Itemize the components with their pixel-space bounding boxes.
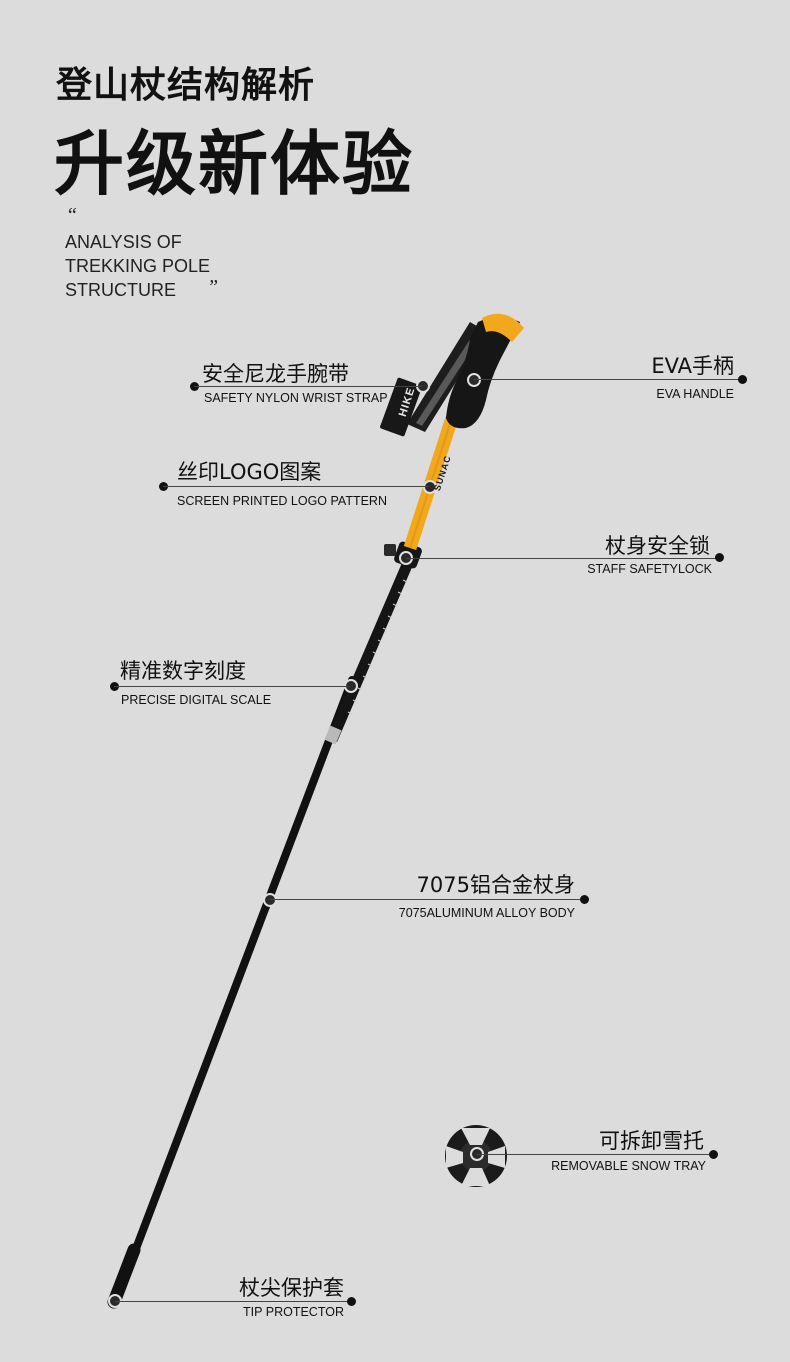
label-eva-handle-cn: EVA手柄	[651, 354, 734, 378]
close-quote-mark: ”	[207, 276, 219, 298]
strap-tag	[380, 377, 422, 437]
label-scale-cn: 精准数字刻度	[120, 659, 246, 683]
label-scale-en: PRECISE DIGITAL SCALE	[121, 693, 272, 707]
label-safety-lock-en: STAFF SAFETYLOCK	[587, 562, 712, 576]
label-logo-cn: 丝印LOGO图案	[177, 460, 322, 484]
scale-ticks	[347, 579, 408, 715]
marker-eva-handle	[467, 373, 481, 387]
lock-lever	[384, 544, 396, 556]
callout-dot-alloy-body	[580, 895, 589, 904]
label-tip-cn: 杖尖保护套	[239, 1276, 344, 1300]
subtitle-line-2: TREKKING POLE	[65, 256, 211, 276]
callout-dot-safety-lock	[715, 553, 724, 562]
handle-cap	[482, 313, 524, 342]
label-wrist-strap-cn: 安全尼龙手腕带	[202, 362, 349, 386]
callout-dot-tip	[347, 1297, 356, 1306]
label-alloy-body-cn: 7075铝合金杖身	[416, 873, 575, 897]
label-snow-tray-en: REMOVABLE SNOW TRAY	[551, 1159, 706, 1173]
callout-dot-eva-handle	[738, 375, 747, 384]
label-logo-en: SCREEN PRINTED LOGO PATTERN	[177, 494, 387, 508]
label-eva-handle-en: EVA HANDLE	[656, 387, 734, 401]
tip-protector-part	[107, 1243, 141, 1309]
label-wrist-strap-en: SAFETY NYLON WRIST STRAP	[204, 391, 388, 405]
lower-shaft	[114, 676, 356, 1300]
callout-line-snow-tray	[477, 1154, 713, 1155]
callout-dot-snow-tray	[709, 1150, 718, 1159]
subtitle-line-1: ANALYSIS OF	[65, 232, 182, 252]
label-tip-en: TIP PROTECTOR	[243, 1305, 344, 1319]
callout-line-logo	[163, 486, 429, 487]
page-subtitle-cn: 登山杖结构解析	[56, 65, 316, 106]
label-safety-lock-cn: 杖身安全锁	[605, 534, 710, 558]
eva-handle-grip	[446, 317, 520, 429]
callout-line-scale	[114, 686, 350, 687]
marker-alloy-body	[263, 893, 277, 907]
label-alloy-body-en: 7075ALUMINUM ALLOY BODY	[398, 906, 575, 920]
label-snow-tray-cn: 可拆卸雪托	[599, 1129, 704, 1153]
callout-line-safety-lock	[406, 558, 718, 559]
middle-shaft	[326, 555, 416, 743]
silver-ring	[324, 725, 342, 745]
callout-line-eva-handle	[474, 379, 742, 380]
callout-line-tip	[115, 1301, 351, 1302]
subtitle-line-3: STRUCTURE	[65, 280, 176, 300]
callout-line-wrist-strap	[194, 386, 422, 387]
open-quote-mark: “	[66, 204, 78, 226]
marker-logo	[423, 480, 437, 494]
callout-line-alloy-body	[270, 899, 584, 900]
page-title: 升级新体验	[54, 123, 414, 205]
